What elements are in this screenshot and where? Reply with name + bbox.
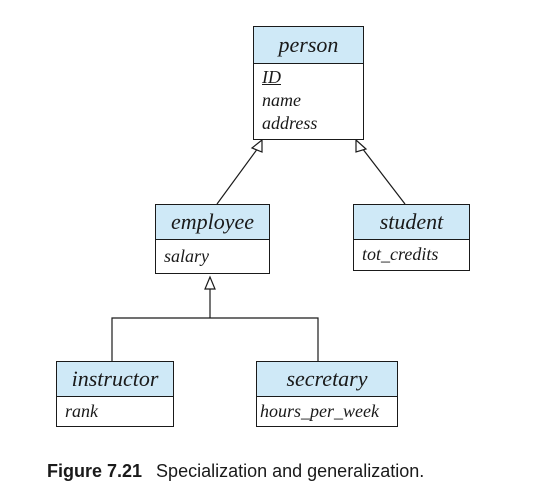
- entity-employee-attributes: salary: [156, 240, 269, 268]
- attr-student-tot-credits: tot_credits: [362, 244, 439, 264]
- attr-instructor-rank: rank: [65, 401, 98, 421]
- figure-caption-text: Specialization and generalization.: [156, 461, 425, 481]
- entity-person-attributes: ID name address: [254, 64, 363, 135]
- attr-secretary-hours-per-week: hours_per_week: [260, 401, 379, 421]
- instructor-connector: [111, 317, 210, 361]
- secretary-connector: [210, 317, 319, 361]
- attr-person-id: ID: [262, 67, 281, 87]
- entity-student-name: student: [354, 205, 469, 240]
- entity-secretary: secretary hours_per_week: [256, 361, 398, 427]
- entity-student: student tot_credits: [353, 204, 470, 271]
- attr-person-name: name: [262, 90, 301, 110]
- er-diagram: person ID name address employee salary s…: [56, 26, 470, 427]
- student-to-person-line: [361, 147, 406, 205]
- attr-employee-salary: salary: [164, 246, 209, 266]
- entity-instructor: instructor rank: [56, 361, 174, 427]
- entity-employee-name: employee: [156, 205, 269, 240]
- entity-student-attributes: tot_credits: [354, 240, 469, 266]
- entity-employee: employee salary: [155, 204, 270, 274]
- entity-secretary-attributes: hours_per_week: [257, 397, 397, 423]
- attr-person-address: address: [262, 113, 318, 133]
- entity-instructor-attributes: rank: [57, 397, 173, 423]
- employee-to-person-arrowhead: [250, 138, 263, 153]
- figure-number: Figure 7.21: [47, 461, 143, 481]
- student-to-person-arrowhead: [355, 138, 368, 153]
- entity-secretary-name: secretary: [257, 362, 397, 397]
- connector-lines: [111, 138, 406, 361]
- entity-person-name: person: [254, 27, 363, 64]
- employee-spec-arrowhead: [204, 275, 216, 290]
- entity-instructor-name: instructor: [57, 362, 173, 397]
- entity-person: person ID name address: [253, 26, 364, 140]
- figure-caption: Figure 7.21 Specialization and generaliza…: [47, 461, 424, 482]
- employee-to-person-line: [216, 147, 259, 205]
